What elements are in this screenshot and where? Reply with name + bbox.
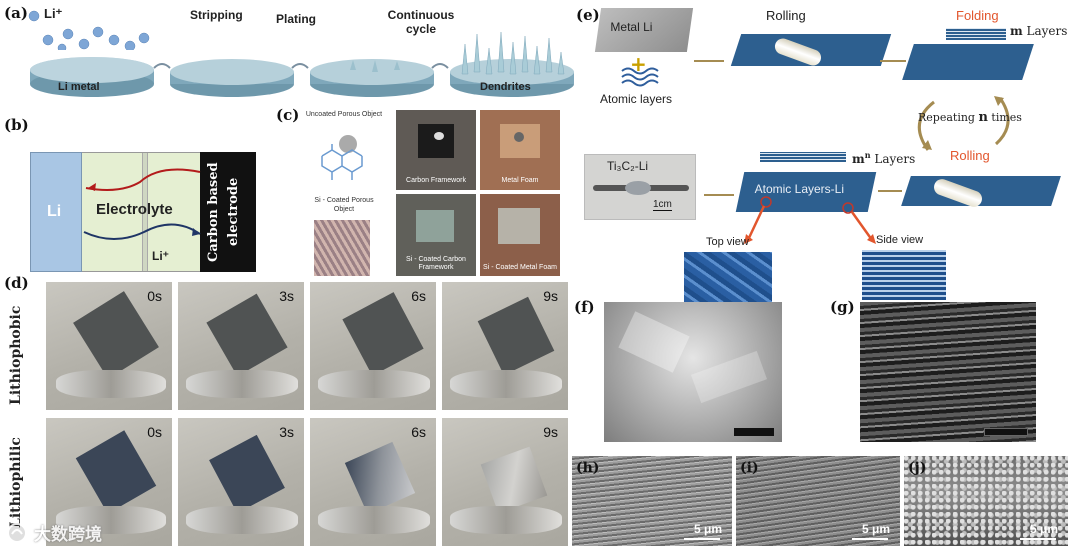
top-view-label: Top view bbox=[706, 236, 749, 248]
time-label: 6s bbox=[411, 424, 426, 440]
arrow-left-2 bbox=[704, 194, 734, 196]
panel-a-letter: (a) bbox=[4, 4, 28, 22]
time-label: 0s bbox=[147, 288, 162, 304]
scale-bar bbox=[852, 538, 888, 540]
li-plus-label: Li⁺ bbox=[44, 6, 63, 21]
panel-f-letter: (f) bbox=[574, 298, 595, 316]
panel-c-letter: (c) bbox=[276, 106, 300, 124]
metal-li-slab: Metal Li bbox=[594, 8, 694, 52]
scale-label-h: 5 μm bbox=[693, 522, 722, 536]
view-pointer-arrows bbox=[744, 196, 876, 244]
m-layers-label: m Layers bbox=[1010, 24, 1068, 38]
uncoated-label: Uncoated Porous Object bbox=[305, 111, 383, 118]
mn-layers-label: mn Layers bbox=[852, 150, 916, 166]
lithiophilic-photo-6s: 6s bbox=[310, 418, 436, 546]
photo-label-metal-foam: Metal Foam bbox=[501, 177, 539, 184]
watermark-logo-icon bbox=[7, 522, 27, 543]
panel-i-letter: (i) bbox=[740, 460, 759, 476]
folded-layers-icon bbox=[946, 28, 1006, 40]
side-view-label: Side view bbox=[876, 234, 924, 246]
coated-lattice-icon bbox=[314, 220, 370, 276]
scale-label-j: 5 μm bbox=[1029, 522, 1058, 536]
lithiophobic-photo-3s: 3s bbox=[178, 282, 304, 410]
lithiophobic-photo-6s: 6s bbox=[310, 282, 436, 410]
stage-label-stripping: Stripping bbox=[190, 8, 243, 22]
lithiophilic-photo-3s: 3s bbox=[178, 418, 304, 546]
carbon-electrode-label: Carbon based electrode bbox=[206, 162, 241, 262]
folding-label: Folding bbox=[956, 8, 999, 23]
metal-li-label: Metal Li bbox=[610, 20, 653, 34]
photo-label-si-coated-metal-foam: Si - Coated Metal Foam bbox=[483, 264, 557, 271]
sem-image-j: (j) 5 μm bbox=[904, 456, 1068, 546]
scale-bar bbox=[984, 428, 1028, 436]
ti3c2-li-photo: Ti₃C₂-Li 1cm bbox=[584, 154, 696, 220]
stage-label-plating: Plating bbox=[276, 12, 317, 26]
arrow-right-2 bbox=[880, 60, 906, 62]
repeating-label: Repeating n times bbox=[918, 110, 1022, 125]
lithiophobic-photo-9s: 9s bbox=[442, 282, 568, 410]
photo-metal-foam: Metal Foam bbox=[480, 110, 560, 190]
atomic-layers-li-label: Atomic Layers-Li bbox=[754, 182, 845, 196]
lithiophobic-photo-0s: 0s bbox=[46, 282, 172, 410]
panel-b-letter: (b) bbox=[4, 116, 29, 134]
coated-label: Si - Coated Porous Object bbox=[314, 197, 374, 213]
separator bbox=[142, 153, 148, 271]
scale-bar bbox=[734, 428, 774, 436]
scale-1cm-label: 1cm bbox=[653, 199, 672, 211]
scale-bar bbox=[1020, 538, 1056, 540]
panel-e-letter: (e) bbox=[576, 6, 600, 24]
photo-label-carbon-framework: Carbon Framework bbox=[406, 177, 466, 184]
watermark-text: 大数跨境 bbox=[34, 525, 102, 545]
rolling-label-2: Rolling bbox=[950, 148, 990, 163]
time-label: 9s bbox=[543, 424, 558, 440]
panel-h-letter: (h) bbox=[576, 460, 600, 476]
top-view-image bbox=[684, 252, 772, 302]
sem-image-f bbox=[604, 302, 782, 442]
panel-j-letter: (j) bbox=[908, 460, 927, 476]
li-ions-icon bbox=[28, 10, 150, 50]
li-discs-diagram bbox=[30, 31, 574, 97]
li-electrode-label: Li bbox=[47, 203, 62, 220]
li-plus-label-b: Li⁺ bbox=[152, 249, 169, 263]
electrolyte-region: Electrolyte Li⁺ bbox=[82, 152, 200, 272]
panel-d-letter: (d) bbox=[4, 274, 29, 292]
time-label: 3s bbox=[279, 288, 294, 304]
rolling-label-1: Rolling bbox=[766, 8, 806, 23]
watermark: 大数跨境 bbox=[6, 520, 102, 545]
arrow-right-1 bbox=[694, 60, 724, 62]
sem-image-h: (h) 5 μm bbox=[572, 456, 732, 546]
photo-label-si-coated-carbon-framework: Si - Coated Carbon Framework bbox=[406, 256, 466, 271]
atomic-layers-label: Atomic layers bbox=[600, 92, 673, 106]
lithiophilic-photo-0s: 0s bbox=[46, 418, 172, 546]
sem-image-g bbox=[860, 302, 1036, 442]
time-label: 6s bbox=[411, 288, 426, 304]
disc-label-li-metal: Li metal bbox=[58, 81, 100, 93]
photo-si-coated-metal-foam: Si - Coated Metal Foam bbox=[480, 194, 560, 276]
arrow-left-1 bbox=[878, 190, 902, 192]
lithiophilic-photo-9s: 9s bbox=[442, 418, 568, 546]
time-label: 9s bbox=[543, 288, 558, 304]
stage-label-continuous-cycle: Continuous cycle bbox=[387, 8, 455, 36]
carbon-electrode: Carbon based electrode bbox=[200, 152, 256, 272]
li-electrode: Li bbox=[30, 152, 82, 272]
atomic-layers-wave-icon bbox=[621, 67, 659, 87]
disc-label-dendrites: Dendrites bbox=[480, 81, 531, 93]
uncoated-lattice-icon bbox=[321, 135, 363, 180]
repeat-cycle-arrows bbox=[917, 96, 1010, 151]
sem-image-i: (i) 5 μm bbox=[736, 456, 900, 546]
panel-g-letter: (g) bbox=[830, 298, 855, 316]
mn-layers-icon bbox=[760, 152, 846, 162]
row-label-lithiophobic: Lithiophobic bbox=[8, 305, 24, 405]
electrolyte-label: Electrolyte bbox=[96, 201, 173, 218]
photo-si-coated-carbon-framework: Si - Coated Carbon Framework bbox=[396, 194, 476, 276]
scale-label-i: 5 μm bbox=[861, 522, 890, 536]
time-label: 3s bbox=[279, 424, 294, 440]
ion-flow-arrows bbox=[83, 168, 201, 240]
time-label: 0s bbox=[147, 424, 162, 440]
folded-stack bbox=[902, 44, 1034, 80]
photo-carbon-framework: Carbon Framework bbox=[396, 110, 476, 190]
scale-bar bbox=[684, 538, 720, 540]
side-view-image bbox=[862, 250, 946, 300]
ti3c2-li-label: Ti₃C₂-Li bbox=[607, 159, 649, 173]
